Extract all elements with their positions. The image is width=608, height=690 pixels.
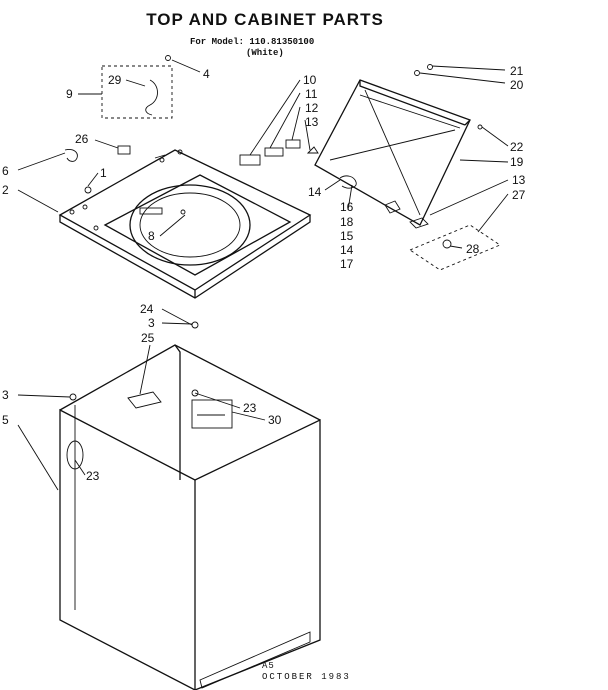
callout-29: 29: [108, 73, 122, 87]
callout-11: 11: [305, 87, 318, 101]
callout-1: 1: [100, 166, 107, 180]
callout-27: 27: [512, 188, 526, 202]
callout-13-right: 13: [512, 173, 526, 187]
control-hinge-parts: [64, 55, 483, 470]
callout-8: 8: [148, 229, 155, 243]
callout-24: 24: [140, 302, 154, 316]
cabinet-body: [59, 344, 321, 690]
washer-lid: [314, 79, 471, 226]
callout-9: 9: [66, 87, 73, 101]
callout-5: 5: [2, 413, 9, 427]
callout-23-center: 23: [243, 401, 257, 415]
callout-4: 4: [203, 67, 210, 81]
callout-23-left: 23: [86, 469, 100, 483]
color-note: (White): [246, 48, 284, 58]
cabinet-top: [58, 149, 312, 299]
callout-2: 2: [2, 183, 9, 197]
callout-26: 26: [75, 132, 89, 146]
callout-numbers: 21 20 4 29 9 10 11 12 13 26 6 1 2 8 22 1…: [2, 64, 526, 483]
callout-20: 20: [510, 78, 524, 92]
callout-16: 16: [340, 200, 354, 214]
callout-10: 10: [303, 73, 317, 87]
callout-3-left: 3: [2, 388, 9, 402]
callout-19: 19: [510, 155, 524, 169]
callout-28: 28: [466, 242, 480, 256]
footer-code: A5: [262, 661, 275, 671]
callout-14-lower: 14: [340, 243, 354, 257]
group-box-29: [101, 65, 173, 119]
callout-17: 17: [340, 257, 354, 271]
leader-lines: [17, 59, 509, 491]
footer-date: OCTOBER 1983: [262, 672, 351, 682]
group-box-28: [409, 224, 501, 271]
callout-3-center: 3: [148, 316, 155, 330]
callout-21: 21: [510, 64, 524, 78]
callout-18: 18: [340, 215, 354, 229]
callout-6: 6: [2, 164, 9, 178]
callout-30: 30: [268, 413, 282, 427]
callout-22: 22: [510, 140, 524, 154]
callout-13-top: 13: [305, 115, 319, 129]
callout-12: 12: [305, 101, 319, 115]
callout-25: 25: [141, 331, 155, 345]
callout-15: 15: [340, 229, 354, 243]
model-line: For Model: 110.81350100: [190, 37, 315, 47]
diagram-title: TOP AND CABINET PARTS: [146, 10, 384, 29]
callout-14-upper: 14: [308, 185, 322, 199]
